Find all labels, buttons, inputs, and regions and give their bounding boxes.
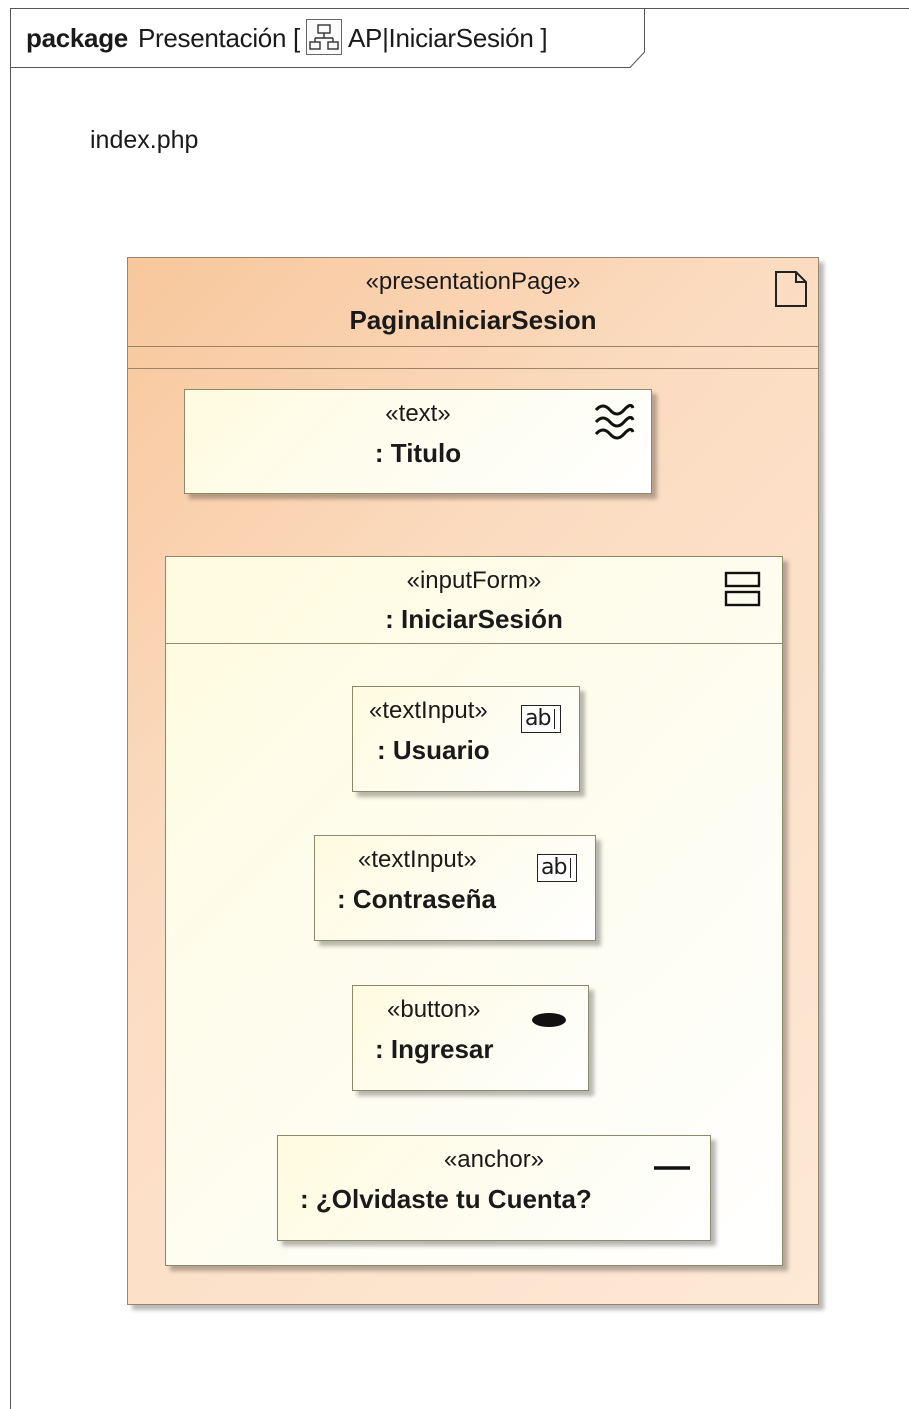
text-field-icon: ab xyxy=(521,705,561,733)
form-fields-icon xyxy=(724,571,761,607)
usuario-stereotype: «textInput» xyxy=(369,697,488,724)
page-stereotype: «presentationPage» xyxy=(365,268,581,295)
contrasena-text-input[interactable]: «textInput» : Contraseña ab xyxy=(314,835,596,941)
titulo-stereotype: «text» xyxy=(385,400,451,427)
document-icon xyxy=(775,271,807,307)
contrasena-stereotype: «textInput» xyxy=(358,846,477,873)
text-field-icon: ab xyxy=(537,854,577,882)
olvidaste-anchor[interactable]: «anchor» : ¿Olvidaste tu Cuenta? xyxy=(277,1135,711,1241)
filename-label: index.php xyxy=(90,126,199,154)
anchor-line-icon xyxy=(654,1166,690,1170)
titulo-name: : Titulo xyxy=(374,438,462,468)
button-oval-icon xyxy=(532,1013,566,1027)
contrasena-name: : Contraseña xyxy=(337,884,496,914)
form-stereotype: «inputForm» xyxy=(406,567,542,594)
olvidaste-stereotype: «anchor» xyxy=(443,1146,545,1173)
iniciar-sesion-form[interactable]: «inputForm» : IniciarSesión «textInput» … xyxy=(165,556,783,1266)
titulo-text-element[interactable]: «text» : Titulo xyxy=(184,389,652,494)
ingresar-button[interactable]: «button» : Ingresar xyxy=(352,985,589,1091)
wavy-lines-icon xyxy=(594,403,635,440)
page-separator xyxy=(128,368,818,369)
diagram-name: AP|IniciarSesión ] xyxy=(347,22,548,53)
page-name: PaginaIniciarSesion xyxy=(349,305,597,335)
ingresar-name: : Ingresar xyxy=(375,1034,494,1064)
page-header: «presentationPage» PaginaIniciarSesion xyxy=(128,258,818,347)
package-keyword: package xyxy=(26,22,128,53)
form-name: : IniciarSesión xyxy=(385,604,563,634)
usuario-name: : Usuario xyxy=(377,735,490,765)
package-name: Presentación [ xyxy=(137,22,300,53)
package-title: package Presentación [ AP|IniciarSesión ] xyxy=(26,19,548,58)
diagram-icon xyxy=(305,19,342,55)
presentation-page[interactable]: «presentationPage» PaginaIniciarSesion «… xyxy=(127,257,819,1305)
form-header: «inputForm» : IniciarSesión xyxy=(166,557,782,644)
usuario-text-input[interactable]: «textInput» : Usuario ab xyxy=(352,686,580,792)
package-tab: package Presentación [ AP|IniciarSesión ] xyxy=(10,8,645,68)
ingresar-stereotype: «button» xyxy=(387,996,481,1023)
olvidaste-name: : ¿Olvidaste tu Cuenta? xyxy=(300,1184,592,1214)
